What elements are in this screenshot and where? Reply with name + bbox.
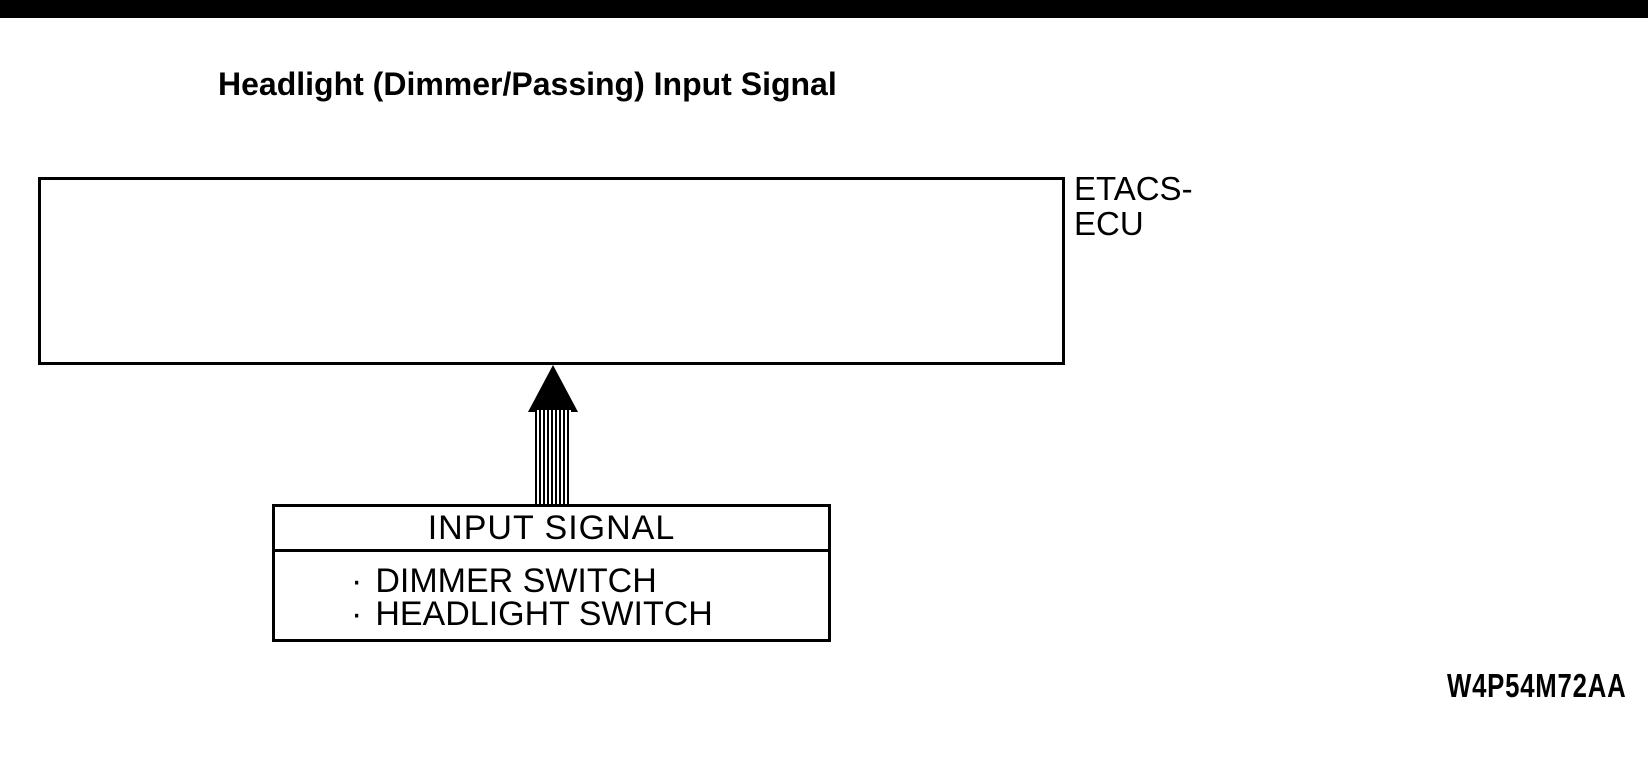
figure-code: W4P54M72AA xyxy=(1447,667,1627,704)
up-arrow-head-icon xyxy=(528,365,578,412)
input-signal-item-label: HEADLIGHT SWITCH xyxy=(375,595,713,633)
input-signal-header: INPUT SIGNAL xyxy=(275,507,828,552)
bullet-dot: · xyxy=(351,562,363,600)
diagram-title: Headlight (Dimmer/Passing) Input Signal xyxy=(218,66,837,102)
etacs-ecu-label: ETACS- ECU xyxy=(1074,171,1193,241)
etacs-ecu-label-line-2: ECU xyxy=(1074,205,1144,242)
input-signal-item-label: DIMMER SWITCH xyxy=(375,562,657,600)
input-signal-box: INPUT SIGNAL · DIMMER SWITCH · HEADLIGHT… xyxy=(272,504,831,642)
input-signal-item: · HEADLIGHT SWITCH xyxy=(351,595,828,633)
etacs-ecu-box xyxy=(38,177,1065,365)
bullet-dot: · xyxy=(351,595,363,633)
input-signal-item-list: · DIMMER SWITCH · HEADLIGHT SWITCH xyxy=(275,552,828,631)
top-edge-bar xyxy=(0,0,1648,18)
etacs-ecu-label-line-1: ETACS- xyxy=(1074,170,1193,207)
up-arrow-wire-bundle xyxy=(535,410,571,506)
input-signal-item: · DIMMER SWITCH xyxy=(351,562,828,600)
